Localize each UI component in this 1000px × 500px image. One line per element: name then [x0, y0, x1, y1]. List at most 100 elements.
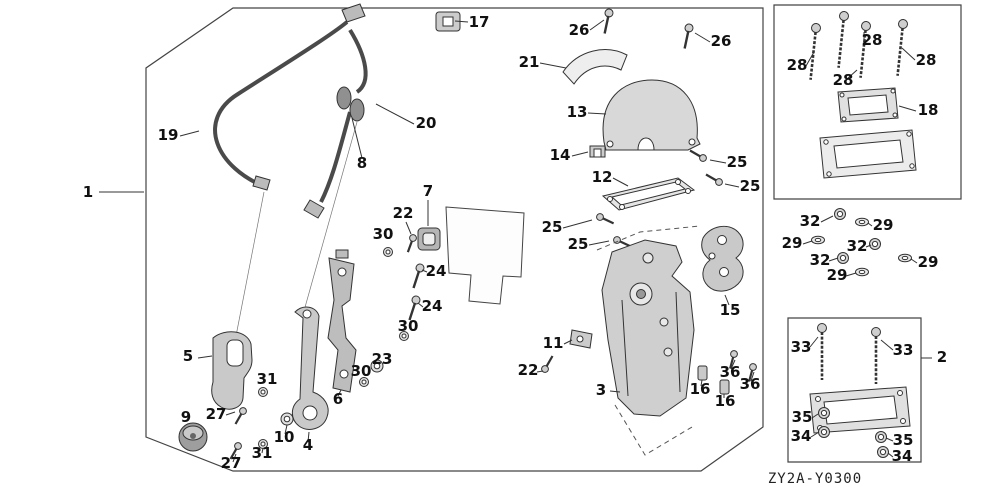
part-28-bolt-2: [832, 9, 851, 70]
callout-34-2: 34: [892, 447, 913, 465]
callout-10: 10: [274, 428, 295, 446]
callout-29-4: 29: [827, 266, 848, 284]
callout-6: 6: [333, 390, 343, 408]
callout-29-2: 29: [782, 234, 803, 252]
bottom-right-panel-border: [787, 317, 922, 463]
callout-13: 13: [567, 103, 588, 121]
cable-plug-left: [252, 175, 271, 191]
cable-plug-top: [341, 3, 366, 23]
callout-32-3: 32: [810, 251, 831, 269]
part-32-nut-2: [869, 238, 881, 250]
diagram-borders: [145, 4, 962, 472]
part-9-knob: [178, 422, 208, 452]
callout-14: 14: [550, 146, 571, 164]
callout-28-4: 28: [916, 51, 937, 69]
top-right-panel-group: [804, 9, 917, 179]
callout-18: 18: [918, 101, 939, 119]
callout-9: 9: [181, 408, 191, 426]
callout-31-1: 31: [257, 370, 278, 388]
callout-21: 21: [519, 53, 540, 71]
callout-4: 4: [303, 436, 313, 454]
part-28-bolt-4: [891, 17, 910, 78]
callout-27-1: 27: [206, 405, 227, 423]
callout-3: 3: [596, 381, 606, 399]
assembly-line-a: [301, 121, 358, 319]
part-16-clip-1: [697, 365, 708, 381]
callout-28-3: 28: [833, 71, 854, 89]
part-25-screw-3: [594, 211, 617, 228]
callout-30-2: 30: [398, 317, 419, 335]
cable-plug-bottom: [303, 199, 325, 219]
part-2-plate: [809, 386, 911, 434]
callout-35-1: 35: [792, 408, 813, 426]
callout-11: 11: [543, 334, 564, 352]
callout-27-2: 27: [221, 454, 242, 472]
part-35-nut-2: [875, 431, 887, 443]
cable-run-20a: [348, 28, 368, 94]
part-4-arm: [291, 306, 329, 430]
callout-17: 17: [469, 13, 490, 31]
part-25-screw-2: [703, 170, 725, 188]
connector-8a: [336, 86, 352, 110]
part-21-strip: [562, 49, 628, 85]
callout-36-1: 36: [720, 363, 741, 381]
callout-16-1: 16: [690, 380, 711, 398]
callout-32-2: 32: [847, 237, 868, 255]
connector-8b: [349, 98, 365, 122]
callout-28-1: 28: [787, 56, 808, 74]
callout-30-3: 30: [351, 362, 372, 380]
callout-24-2: 24: [422, 297, 443, 315]
part-18-gasket: [837, 87, 899, 123]
callout-22-2: 22: [518, 361, 539, 379]
part-3-body: [601, 239, 695, 417]
callout-8: 8: [357, 154, 367, 172]
lever-linkage-group: [178, 206, 525, 462]
part-6-bracket: [327, 249, 357, 393]
callout-24-1: 24: [426, 262, 447, 280]
callout-2: 2: [937, 348, 947, 366]
part-13-cover: [602, 79, 701, 151]
callout-23: 23: [372, 350, 393, 368]
part-14-clamp: [589, 145, 606, 158]
callout-26-2: 26: [711, 32, 732, 50]
callout-16-2: 16: [715, 392, 736, 410]
callout-32-1: 32: [800, 212, 821, 230]
callout-29-1: 29: [873, 216, 894, 234]
part-35-nut-1: [818, 407, 830, 419]
template-sheet: [445, 206, 525, 305]
part-5-lever: [211, 331, 253, 410]
part-11-bracket: [569, 329, 593, 349]
callout-15: 15: [720, 301, 741, 319]
cable-run-19: [213, 20, 349, 190]
assembly-line-b: [235, 191, 265, 337]
callout-28-2: 28: [862, 31, 883, 49]
callout-33-1: 33: [791, 338, 812, 356]
part-12-bracket: [601, 177, 696, 211]
part-10-washer: [280, 412, 294, 426]
diagram-code: ZY2A-Y0300: [768, 471, 862, 487]
mount-plate: [819, 129, 917, 179]
part-25-screw-1: [687, 146, 709, 164]
callout-34-1: 34: [791, 427, 812, 445]
part-29-washer-2: [811, 235, 825, 245]
callout-20: 20: [416, 114, 437, 132]
callout-31-2: 31: [252, 444, 273, 462]
part-33-bolt-1: [816, 322, 828, 382]
callout-7: 7: [423, 182, 433, 200]
callout-35-2: 35: [893, 431, 914, 449]
dashed-guide-top: [596, 225, 701, 251]
part-34-nut-1: [818, 426, 830, 438]
callout-25-1: 25: [727, 153, 748, 171]
control-cover-group: [562, 7, 725, 251]
part-32-nut-1: [834, 208, 846, 220]
part-34-nut-2: [877, 446, 889, 458]
callout-1: 1: [83, 183, 93, 201]
part-24-bolt-1: [408, 261, 427, 291]
callout-30-1: 30: [373, 225, 394, 243]
part-29-washer-1: [855, 217, 869, 227]
part-31-washer-1: [258, 387, 268, 397]
part-29-washer-3: [898, 253, 912, 263]
callout-25-3: 25: [542, 218, 563, 236]
